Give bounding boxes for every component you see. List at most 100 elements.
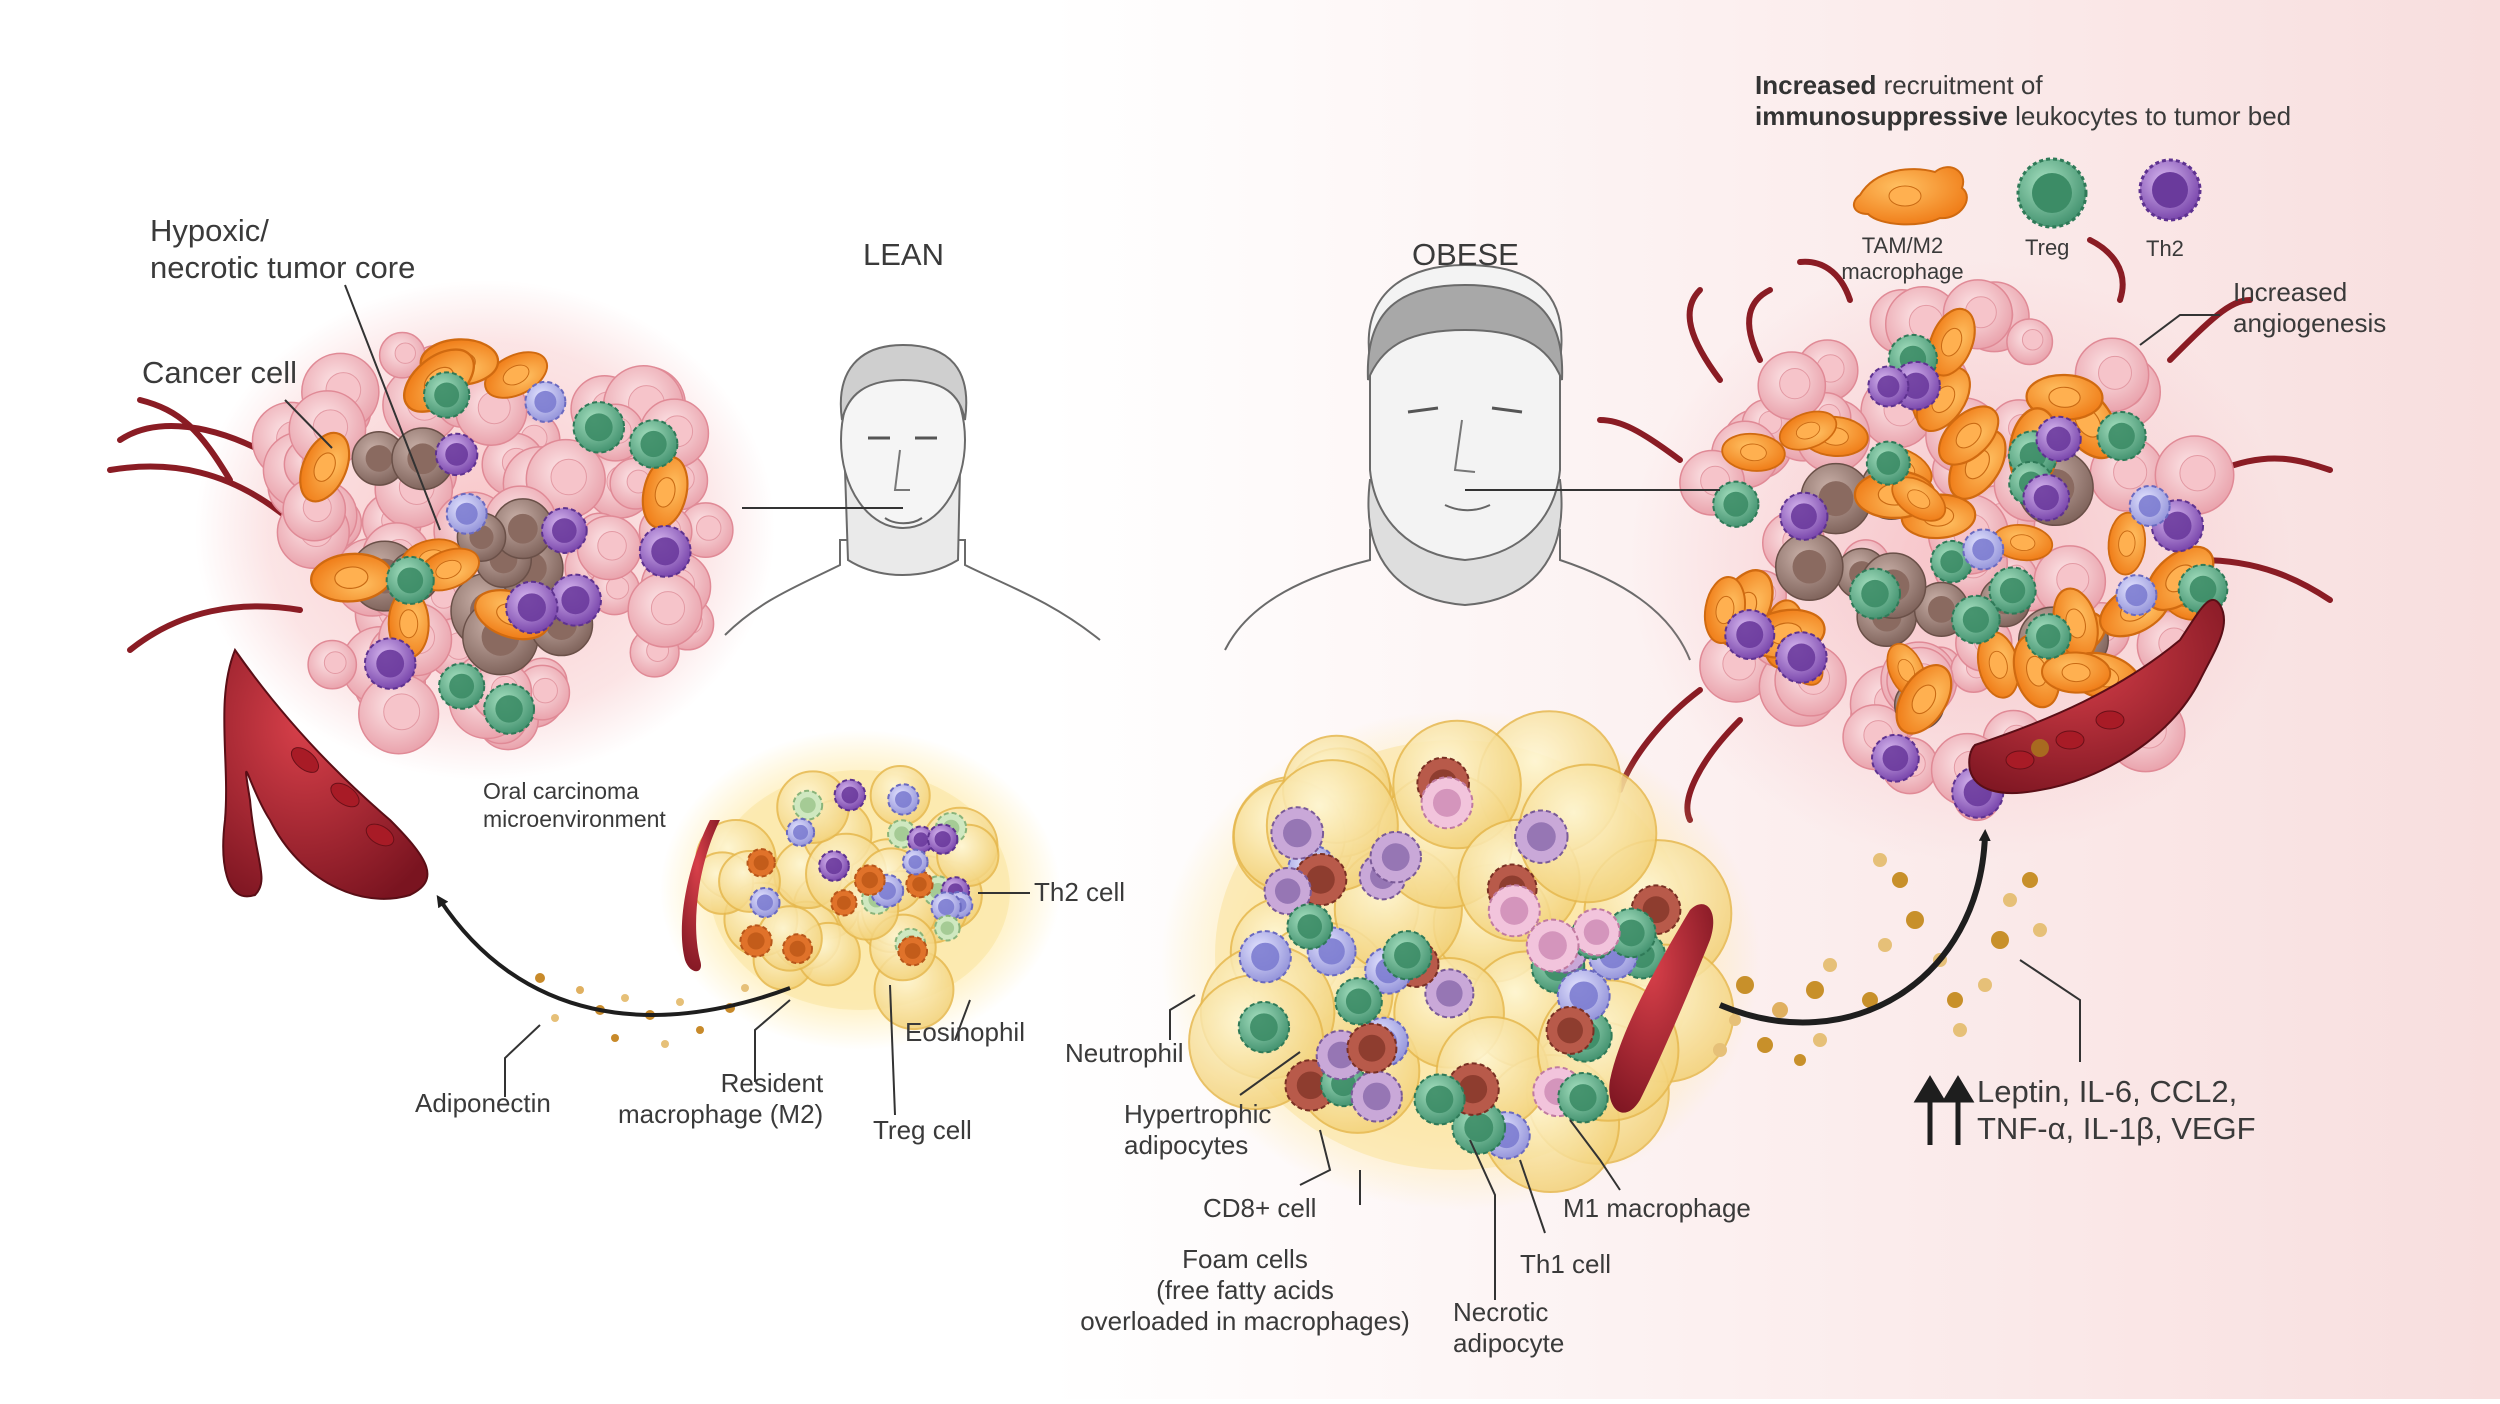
secreted-particle [1878,938,1892,952]
cancer-cell [677,502,734,559]
treg-cell [572,401,626,454]
secreted-particle [696,1026,704,1034]
th2-legend-icon [2138,158,2202,222]
th2-cell [540,507,588,554]
immune-cell [833,778,867,812]
immune-cell [853,864,886,897]
foam-cells-label: Foam cells (free fatty acids overloaded … [1080,1244,1410,1337]
secreted-particle [1991,931,2009,949]
treg-cell [438,662,486,710]
secreted-particle [2022,872,2038,888]
lymphocyte [2128,484,2171,527]
th2-cell-label: Th2 cell [1034,877,1126,907]
th2-cell [548,573,602,627]
eosinophil-label: Eosinophil [905,1017,1025,1047]
tam-m2-macrophage [1778,410,1838,451]
tam-m2-macrophage [2041,651,2112,694]
immune-cell [1238,930,1292,984]
cd8-cell-label: CD8+ cell [1203,1193,1317,1223]
secreted-particle [741,984,749,992]
secreted-particle [676,998,684,1006]
secreted-particle [1978,978,1992,992]
treg-legend-icon [2016,157,2088,229]
treg-cell [1951,594,2001,645]
secreted-particle [1813,1033,1827,1047]
tam-m2-legend-icon [1852,166,1968,226]
immune-cell [1334,977,1383,1026]
immune-cell [818,850,850,882]
secreted-particle [1892,872,1908,888]
immune-cell [1413,1073,1466,1126]
immune-cell [897,935,929,967]
cytokines-label: Leptin, IL-6, CCL2, TNF-α, IL-1β, VEGF [1977,1074,2256,1147]
secreted-particle [1906,911,1924,929]
secreted-particle [1794,1054,1806,1066]
secreted-particle [1772,1002,1788,1018]
neutrophil-label: Neutrophil [1065,1038,1184,1068]
immune-cell [887,783,920,816]
treg-cell [2025,613,2072,660]
immune-cell [926,823,959,855]
th2-cell [363,637,417,690]
lean-adipose-tissue [660,730,1060,1050]
treg-cell [483,682,536,735]
th2-cell [1871,733,1920,783]
immune-cell [1572,908,1621,957]
necrotic-adipocyte-label: Necrotic adipocyte [1453,1297,1565,1359]
secreted-particle [621,994,629,1002]
recruitment-header: Increased recruitment of immunosuppressi… [1755,70,2292,132]
th2-cell [505,580,559,635]
secreted-particle [1823,958,1837,972]
cancer-cell [2154,435,2235,516]
th2-cell [638,524,692,578]
treg-cell-label: Treg cell [873,1115,972,1145]
secreted-particle [535,973,545,983]
immune-cell [1557,1072,1609,1124]
immune-cell [1263,866,1312,916]
cancer-cell [627,572,703,648]
th2-cell [1867,365,1910,408]
immune-cell [830,889,858,917]
treg-cell [2096,410,2147,462]
secreted-particle [1806,981,1824,999]
treg-cell [628,419,679,469]
lymphocyte [1962,528,2005,571]
secreted-particle [1947,992,1963,1008]
treg-cell [1988,566,2037,615]
immune-cell [1369,830,1422,884]
legend-tam-label: TAM/M2 macrophage [1841,233,1964,285]
treg-cell [422,371,471,419]
legend-th2-label: Th2 [2146,236,2184,261]
obese-adipose-tissue [1160,710,1760,1210]
immune-cell [1525,918,1580,973]
immune-cell [905,870,934,899]
immune-cell [1487,884,1541,938]
immune-cell [739,924,773,958]
th2-cell [1779,491,1829,541]
cancer-cell [378,331,426,379]
immune-cell [746,848,776,878]
immune-cell [1545,1005,1595,1055]
tam-m2-macrophage [1976,631,2020,699]
immune-cell [1350,1070,1403,1123]
cancer-cell [2006,318,2054,366]
treg-cell [1712,480,1760,528]
immune-cell [785,817,816,847]
leukocyte-legend [1852,157,2202,229]
adiponectin-arrow [436,895,791,1017]
treg-cell [1865,440,1911,486]
resident-macrophage-label: Resident macrophage (M2) [618,1068,824,1130]
hypertrophic-adipocytes-label: Hypertrophic adipocytes [1124,1099,1272,1161]
secreted-particle [1736,976,1754,994]
immune-cell [1286,903,1334,950]
obese-adipose-vessel [1609,904,1714,1113]
cytokine-particles [1713,853,2047,1066]
adiponectin-label: Adiponectin [415,1088,551,1118]
necrotic-cell [351,431,407,486]
cancer-cell [576,515,642,581]
cytokine-arrow [1718,829,1991,1026]
lean-tumor-microenvironment [107,280,775,900]
secreted-particle [551,1014,559,1022]
th2-cell [1724,609,1776,661]
tam-m2-macrophage [1721,432,1786,472]
